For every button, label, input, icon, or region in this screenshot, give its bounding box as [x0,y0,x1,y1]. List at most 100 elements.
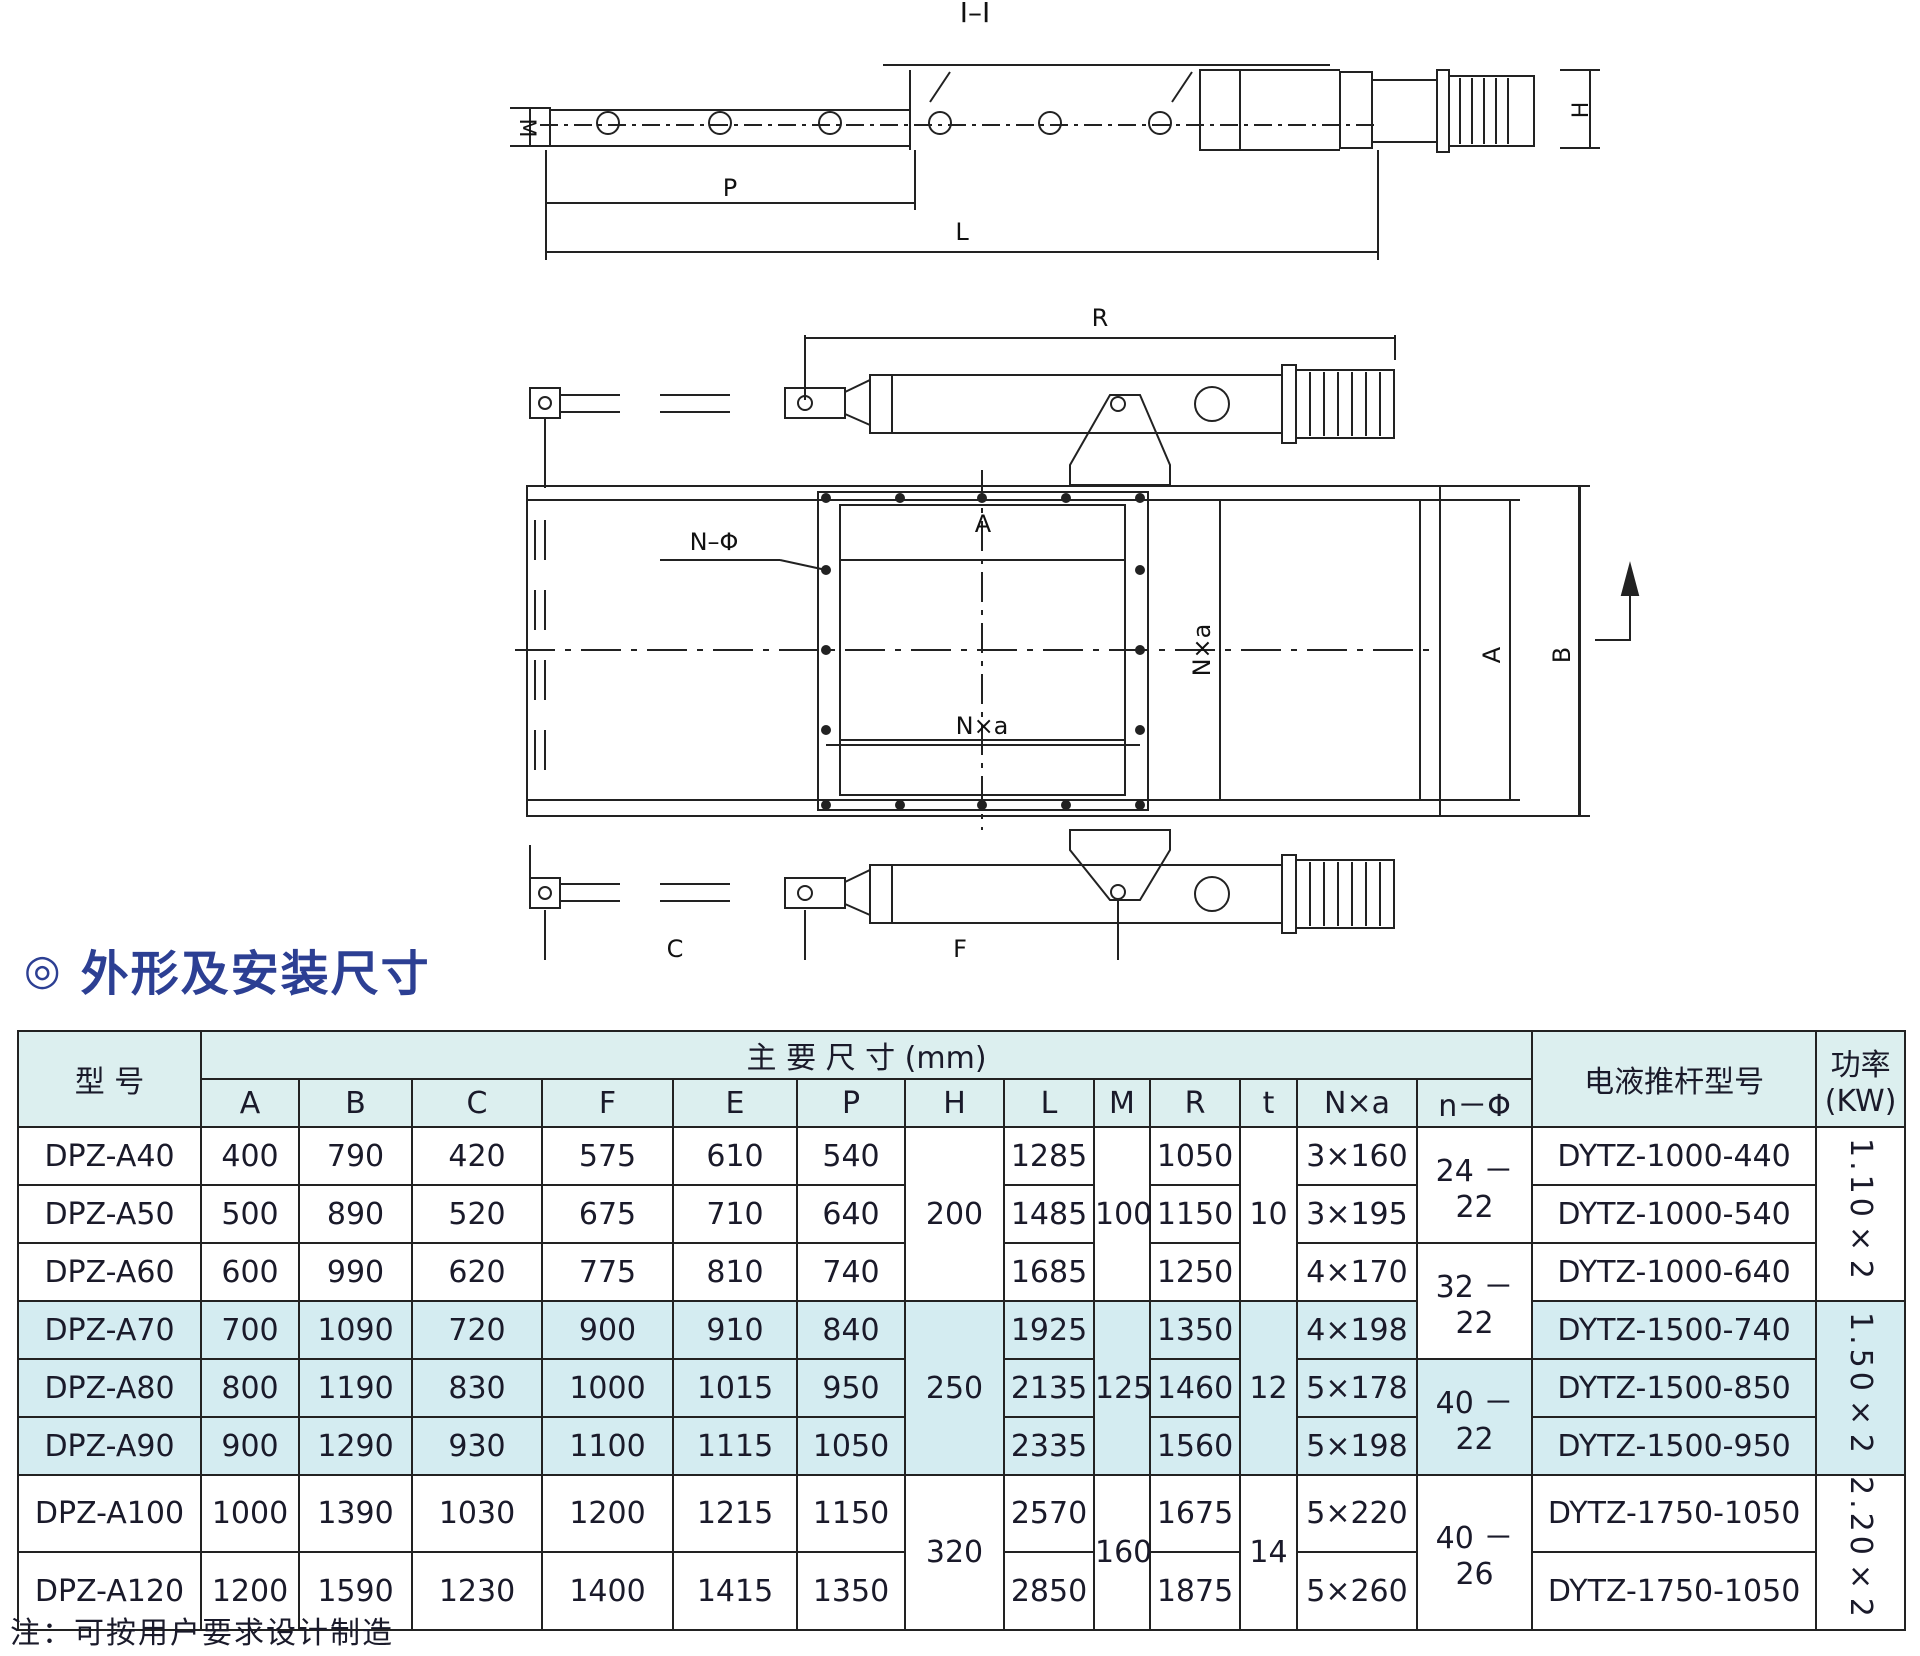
col-header: A [200,1078,300,1128]
cell-c: 830 [411,1358,543,1418]
cell-p: 1050 [796,1416,906,1476]
cell-model: DPZ-A90 [17,1416,202,1476]
installation-drawing: I–I H M [510,0,1640,960]
footnote: 注：可按用户要求设计制造 [10,1616,394,1651]
cell-h: 200 [904,1126,1005,1302]
cell-b: 1390 [298,1473,413,1554]
cell-model: DPZ-A80 [17,1358,202,1418]
cell-f: 775 [541,1242,674,1302]
col-header: F [541,1078,674,1128]
cell-h: 250 [904,1300,1005,1476]
dimension-table: 型 号 主 要 尺 寸 (mm) 电液推杆型号 功率 (KW) A B C F … [17,1030,1907,1631]
col-header: B [298,1078,413,1128]
cell-p: 540 [796,1126,906,1186]
dim-label-a-top: A [975,510,992,538]
cell-e: 1015 [672,1358,798,1418]
cell-c: 1230 [411,1551,543,1631]
power-value: 1.10×2 [1843,1137,1879,1283]
dim-label-c: C [667,935,684,960]
col-header: C [411,1078,543,1128]
cell-l: 1285 [1003,1126,1095,1186]
cell-r: 1875 [1149,1551,1241,1631]
col-header: H [904,1078,1005,1128]
table-row: DPZ-A50 500 890 520 675 710 640 1485 115… [17,1184,1906,1244]
cell-r: 1250 [1149,1242,1241,1302]
cell-model: DPZ-A40 [17,1126,202,1186]
cell-e: 810 [672,1242,798,1302]
cell-p: 740 [796,1242,906,1302]
cell-f: 1100 [541,1416,674,1476]
cell-l: 2850 [1003,1551,1095,1631]
header-pusher-model: 电液推杆型号 [1531,1030,1818,1128]
cell-nxa: 5×178 [1296,1358,1418,1418]
cell-power: 1.50×2 [1815,1300,1907,1476]
cell-t: 10 [1239,1126,1298,1302]
cell-f: 1400 [541,1551,674,1631]
circle-mark-icon: ◎ [24,944,63,994]
dim-label-n-phi: N–Φ [690,528,739,556]
col-header: n－Φ [1415,1078,1534,1128]
cell-pusher: DYTZ-1500-950 [1531,1416,1818,1476]
header-power-unit: (KW) [1824,1083,1897,1119]
cell-p: 950 [796,1358,906,1418]
cell-r: 1350 [1149,1300,1241,1360]
cell-nxa: 5×198 [1296,1416,1418,1476]
cell-n-phi: 40 －22 [1415,1358,1534,1476]
cell-r: 1050 [1149,1126,1241,1186]
cell-pusher: DYTZ-1500-740 [1531,1300,1818,1360]
section-mark: I–I [960,0,991,29]
section-title: 外形及安装尺寸 [80,946,431,1002]
cell-model: DPZ-A50 [17,1184,202,1244]
cell-a: 900 [200,1416,300,1476]
cell-b: 1290 [298,1416,413,1476]
table-row: DPZ-A100 1000 1390 1030 1200 1215 1150 3… [17,1473,1907,1631]
cell-n-phi: 40 －26 [1415,1474,1534,1631]
cell-l: 1485 [1003,1184,1095,1244]
table-row: DPZ-A40 400 790 420 575 610 540 200 1285… [17,1126,1907,1302]
cell-c: 520 [411,1184,543,1244]
cell-model: DPZ-A60 [17,1242,202,1302]
cell-l: 2570 [1003,1473,1095,1554]
cell-nxa: 3×160 [1296,1126,1418,1186]
cell-nxa: 3×195 [1296,1184,1418,1244]
cell-b: 1090 [298,1300,413,1360]
cell-a: 600 [200,1242,300,1302]
cell-r: 1675 [1149,1473,1241,1554]
cell-m: 160 [1093,1474,1152,1631]
cell-a: 800 [200,1358,300,1418]
cell-p: 1350 [796,1551,906,1631]
cell-b: 790 [298,1126,413,1186]
cell-power: 1.10×2 [1815,1126,1907,1302]
cell-a: 1200 [200,1551,300,1631]
cell-p: 640 [796,1184,906,1244]
cell-t: 12 [1239,1300,1298,1476]
cell-c: 420 [411,1126,543,1186]
table-row: DPZ-A70 700 1090 720 900 910 840 250 192… [17,1300,1907,1476]
dim-label-p: P [723,174,737,202]
cell-n-phi: 32 －22 [1415,1242,1534,1360]
cell-h: 320 [904,1474,1005,1631]
cell-t: 14 [1239,1474,1298,1631]
cell-a: 500 [200,1184,300,1244]
cell-a: 1000 [200,1473,300,1554]
col-header: t [1239,1078,1298,1128]
power-value: 1.50×2 [1843,1311,1879,1457]
cell-p: 1150 [796,1473,906,1554]
dim-label-nxa-vertical: N×a [1188,624,1216,677]
cell-f: 900 [541,1300,674,1360]
dim-label-a-side: A [1478,646,1506,663]
cell-e: 610 [672,1126,798,1186]
cell-e: 1215 [672,1473,798,1554]
header-model: 型 号 [17,1030,202,1128]
col-header: M [1093,1078,1151,1128]
cell-r: 1560 [1149,1416,1241,1476]
dim-label-l: L [955,218,969,246]
cell-nxa: 5×220 [1296,1473,1418,1554]
cell-b: 1590 [298,1551,413,1631]
power-value: 2.20×2 [1843,1476,1879,1621]
cell-l: 1685 [1003,1242,1095,1302]
cell-model: DPZ-A70 [17,1300,202,1360]
cell-r: 1150 [1149,1184,1241,1244]
col-header: R [1149,1078,1241,1128]
plan-view: R [515,304,1640,960]
